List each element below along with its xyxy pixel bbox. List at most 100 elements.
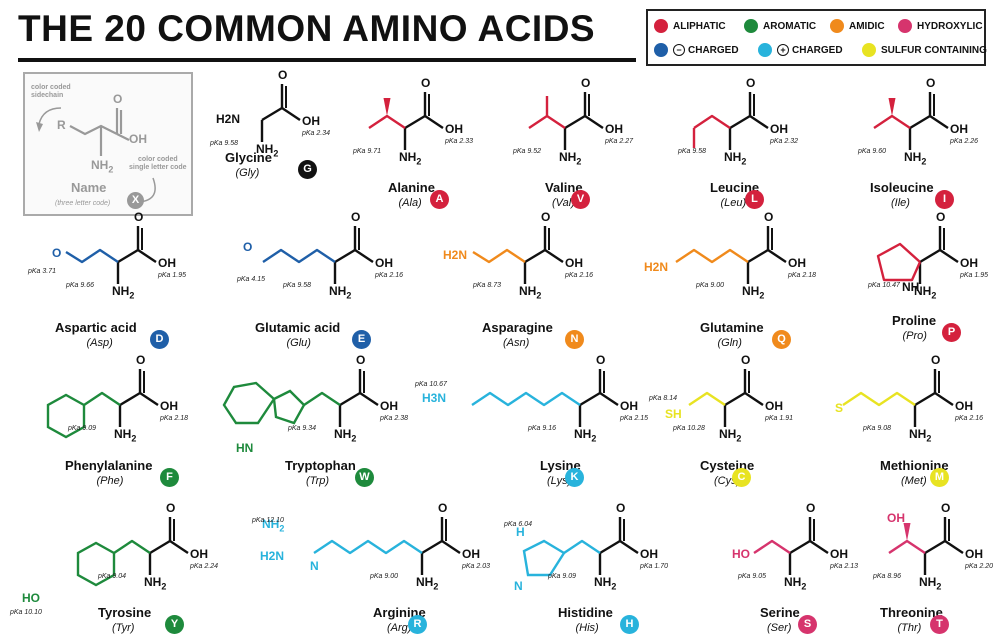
aa-e-side-chain — [262, 248, 336, 264]
aa-e-amine-subscript: 2 — [346, 290, 352, 301]
aa-s-abbr: (Ser) — [767, 622, 792, 634]
key-sidechain-line2: sidechain — [31, 92, 64, 99]
aa-l-side-chain — [693, 114, 731, 129]
aa-w-backbone-bond — [339, 391, 379, 407]
aa-v-side-chain — [528, 114, 566, 129]
aa-r-imine-nh-subscript: 2 — [279, 523, 285, 534]
aa-c-side-chain — [688, 391, 726, 406]
aa-d-pka-amine: pKa 9.66 — [66, 282, 95, 289]
aa-w-benzene-ring — [222, 381, 276, 425]
legend-hydroxylic: HYDROXYLIC — [898, 19, 983, 33]
aa-t-pka-amine: pKa 8.96 — [873, 573, 902, 580]
aa-i-amine: NH2 — [904, 150, 927, 167]
aa-a-side-chain — [368, 114, 406, 129]
aa-n-pka-amine: pKa 8.73 — [473, 282, 502, 289]
aa-p-amine-subscript: 2 — [931, 290, 937, 301]
aa-c-carbonyl-o: O — [741, 353, 751, 367]
aa-k-pka-carboxyl: pKa 2.15 — [620, 415, 649, 422]
aa-h-backbone-bond — [599, 539, 639, 555]
minus-sign-icon: − — [673, 44, 685, 56]
aa-m-sulfur: S — [835, 401, 844, 415]
aa-m-letter-badge: M — [930, 468, 949, 487]
aa-v-backbone-bond — [564, 114, 604, 130]
aa-c-amine: NH2 — [719, 427, 742, 444]
aa-m-backbone-bond — [914, 391, 954, 407]
legend-sulfur: SULFUR CONTAINING — [862, 43, 987, 57]
aa-t-hydroxyl: OH — [965, 547, 983, 561]
aa-i-hydroxyl: OH — [950, 122, 968, 136]
aa-t-amine-subscript: 2 — [936, 581, 942, 592]
aa-m-pka-carboxyl: pKa 2.16 — [955, 415, 984, 422]
aa-r-pka-sidechain: pKa 12.10 — [252, 517, 284, 524]
aa-a-pka-amine: pKa 9.71 — [353, 148, 382, 155]
aa-m-name: Methionine — [880, 458, 949, 473]
aa-e-backbone-bond — [334, 248, 374, 264]
aa-w-pka-amine: pKa 9.34 — [288, 425, 317, 432]
aa-n-backbone-bond — [524, 248, 564, 264]
aa-n-letter-badge: N — [565, 330, 584, 349]
aa-p-carbonyl-o: O — [936, 210, 946, 224]
aa-n-carbonyl-o: O — [541, 210, 551, 224]
aa-q-letter-badge: Q — [772, 330, 791, 349]
aa-h-name: Histidine — [558, 605, 613, 620]
aa-f-letter-badge: F — [160, 468, 179, 487]
aa-y-benzene-ring — [76, 541, 116, 587]
aa-e-name: Glutamic acid — [255, 320, 341, 335]
aa-i-letter-badge: I — [935, 190, 954, 209]
page-title: THE 20 COMMON AMINO ACIDS — [18, 8, 596, 49]
aa-h-imidazole-ring — [522, 539, 566, 577]
aa-h-abbr: (His) — [575, 622, 599, 634]
aa-l-carbonyl-o: O — [746, 76, 756, 90]
aa-c-hydroxyl: OH — [765, 399, 783, 413]
aa-y-phenol-oh: HO — [22, 591, 40, 605]
aa-m-side-chain — [842, 391, 916, 407]
aa-i-amine-subscript: 2 — [921, 156, 927, 167]
aa-r-guanidino-n: N — [310, 559, 319, 573]
key-name: Name — [71, 180, 107, 195]
aa-h-side-chain — [563, 539, 601, 554]
aa-i-stereo-wedge — [888, 98, 896, 116]
aa-f-backbone-bond — [119, 391, 159, 407]
aa-q-pka-carboxyl: pKa 2.18 — [788, 272, 817, 279]
aa-p-letter-badge: P — [942, 323, 961, 342]
aa-l-amine: NH2 — [724, 150, 747, 167]
aa-t-side-chain — [888, 539, 926, 554]
aa-g-amine-subscript: 2 — [273, 148, 279, 159]
aa-k-ammonium-n: H3N — [422, 391, 447, 405]
aa-w-side-chain — [303, 391, 341, 406]
aa-y-amine: NH2 — [144, 575, 167, 592]
aa-r-pka-carboxyl: pKa 2.03 — [462, 563, 491, 570]
legend-neg-charged: −CHARGED — [654, 43, 739, 57]
aa-l-hydroxyl: OH — [770, 122, 788, 136]
aa-r-backbone-bond — [421, 539, 461, 555]
aa-g-letter-badge: G — [298, 160, 317, 179]
aa-n-pka-carboxyl: pKa 2.16 — [565, 272, 594, 279]
aa-y-hydroxyl: OH — [190, 547, 208, 561]
aa-a-name: Alanine — [388, 180, 435, 195]
plus-sign-icon: + — [777, 44, 789, 56]
key-skeleton — [36, 107, 156, 206]
aromatic-swatch — [744, 19, 758, 33]
aa-s-name: Serine — [760, 605, 800, 620]
aa-w-carbonyl-o: O — [356, 353, 366, 367]
aa-w-letter-badge: W — [355, 468, 374, 487]
aa-l-letter-badge: L — [745, 190, 764, 209]
aa-r-imine-nh: NH2 — [262, 517, 285, 534]
aa-e-abbr: (Glu) — [286, 337, 311, 349]
aa-q-amide-n: H2N — [644, 260, 669, 274]
sulfur-swatch — [862, 43, 876, 57]
aa-i-side-chain — [873, 114, 911, 129]
aa-w-amine: NH2 — [334, 427, 357, 444]
legend-amidic-label: AMIDIC — [849, 20, 885, 32]
aa-v-abbr: (Val) — [552, 197, 575, 209]
aa-l-name: Leucine — [710, 180, 760, 195]
legend-aromatic-label: AROMATIC — [763, 20, 817, 32]
aa-g-amine-n: H2N — [216, 112, 241, 126]
aa-v-name: Valine — [545, 180, 583, 195]
aa-w-amine-subscript: 2 — [351, 433, 357, 444]
aa-p-ring-nh: NH — [902, 280, 920, 294]
aa-d-side-chain — [65, 248, 119, 264]
aa-y-name: Tyrosine — [98, 605, 152, 620]
